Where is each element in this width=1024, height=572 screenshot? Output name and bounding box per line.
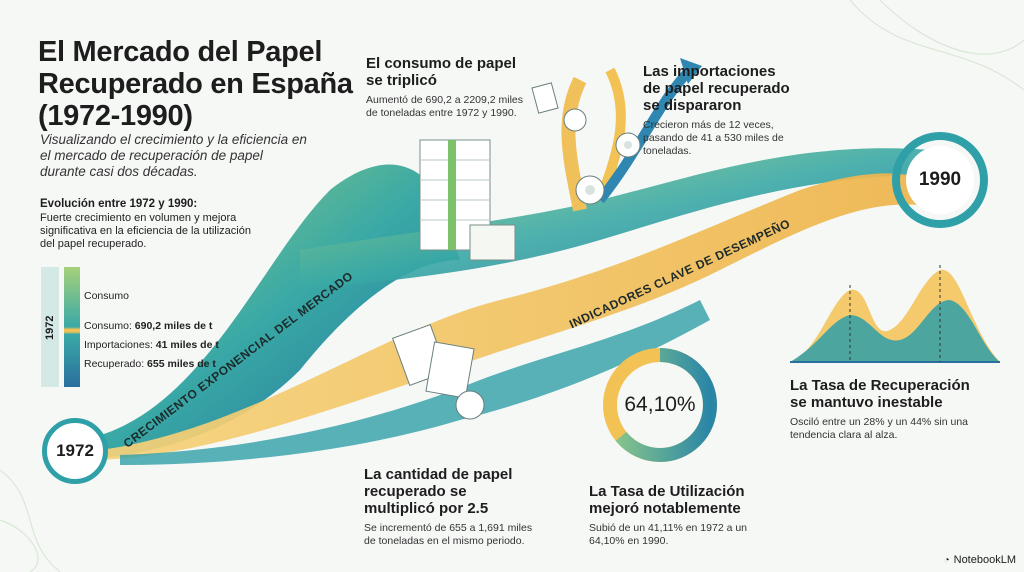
year-bar-label-column: 1972 [41,267,59,387]
stacked-volume-bar [64,267,80,387]
card-heading: La Tasa de Recuperación se mantuvo inest… [790,377,970,411]
page-title: El Mercado del Papel Recuperado en Españ… [38,36,353,132]
card-text: Subió de un 41,11% en 1972 a un 64,10% e… [589,522,748,547]
card-consumo: El consumo de papel se triplicó Aumentó … [366,55,536,120]
card-heading: El consumo de papel se triplicó [366,55,517,89]
card-importaciones: Las importaciones de papel recuperado se… [643,63,793,158]
card-text: Aumentó de 690,2 a 2209,2 miles de tonel… [366,94,524,119]
legend-consumo-value: Consumo: 690,2 miles de t [84,320,213,332]
paper-stack-icon [419,139,516,261]
recovered-paper-pile-icon [392,324,485,420]
growth-ribbon [80,164,460,461]
notebooklm-logo-icon: ◔ [943,554,950,566]
card-text: Crecieron más de 12 veces, pasando de 41… [643,119,784,157]
upper-ribbon [300,148,930,290]
card-heading: Las importaciones de papel recuperado se… [643,63,790,114]
donut-value-label: 64,10% [624,393,696,416]
legend-recuperado-value: Recuperado: 655 miles de t [84,358,216,370]
evolution-text: Fuerte crecimiento en volumen y mejora s… [40,212,251,250]
lower-ribbon [120,300,710,465]
card-text: Osciló entre un 28% y un 44% sin una ten… [790,416,969,441]
legend-importaciones-value: Importaciones: 41 miles de t [84,339,219,351]
card-heading: La Tasa de Utilización mejoró notablemen… [589,483,745,517]
legend-consumo: Consumo [84,290,129,302]
utilization-donut [603,348,717,462]
card-recuperacion: La Tasa de Recuperación se mantuvo inest… [790,377,970,442]
recovery-rate-mini-chart [790,265,1000,363]
card-utilizacion: La Tasa de Utilización mejoró notablemen… [589,483,759,548]
card-text: Se incrementó de 655 a 1,691 miles de to… [364,522,533,547]
donut-value-arc [603,348,717,462]
page-subtitle: Visualizando el crecimiento y la eficien… [40,132,307,179]
evolution-heading: Evolución entre 1972 y 1990: [40,198,198,210]
paper-burst-icon [531,58,702,212]
end-year-circle: 1990 [906,146,974,214]
card-recuperado: La cantidad de papel recuperado se multi… [364,466,534,548]
start-year-circle: 1972 [42,418,108,484]
kpi-ribbon [100,173,930,460]
end-year-ring [892,132,988,228]
notebooklm-branding: ◔ NotebookLM [943,554,1016,566]
card-heading: La cantidad de papel recuperado se multi… [364,466,513,517]
bar-year-label: 1972 [44,315,56,340]
